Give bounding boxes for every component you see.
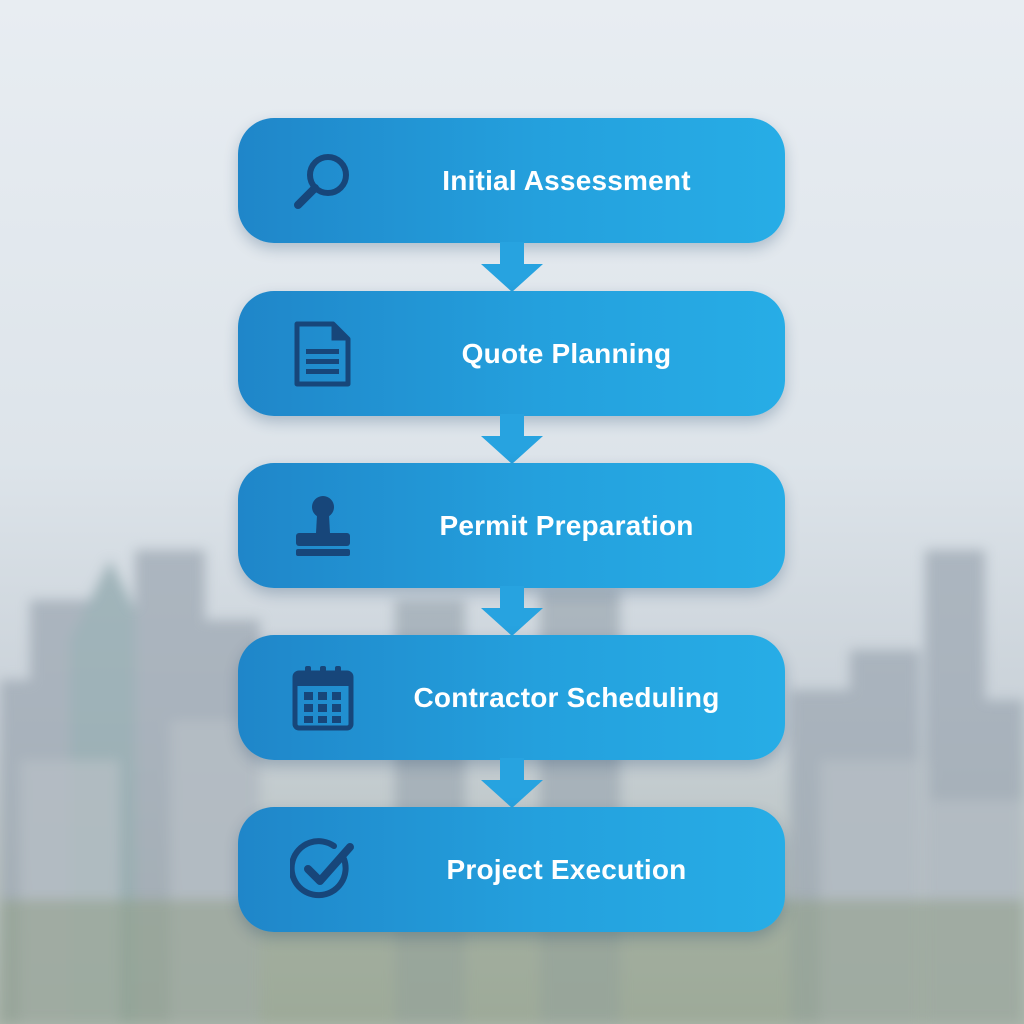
step-label: Quote Planning xyxy=(461,337,672,369)
step-label: Contractor Scheduling xyxy=(413,681,720,713)
calendar-icon xyxy=(292,666,354,731)
down-arrow xyxy=(481,586,543,636)
step-contractor-scheduling: Contractor Scheduling xyxy=(238,635,785,760)
magnifier-icon xyxy=(294,154,349,209)
step-quote-planning: Quote Planning xyxy=(238,291,785,416)
step-initial-assessment: Initial Assessment xyxy=(238,118,785,243)
step-label: Permit Preparation xyxy=(439,509,694,541)
down-arrow xyxy=(481,758,543,808)
step-project-execution: Project Execution xyxy=(238,807,785,932)
down-arrow xyxy=(481,414,543,464)
check-circle-icon xyxy=(290,838,354,899)
step-permit-preparation: Permit Preparation xyxy=(238,463,785,588)
document-icon xyxy=(294,321,351,387)
stamp-icon xyxy=(296,496,350,556)
step-label: Initial Assessment xyxy=(442,164,691,196)
down-arrow xyxy=(481,242,543,292)
step-label: Project Execution xyxy=(446,853,687,885)
